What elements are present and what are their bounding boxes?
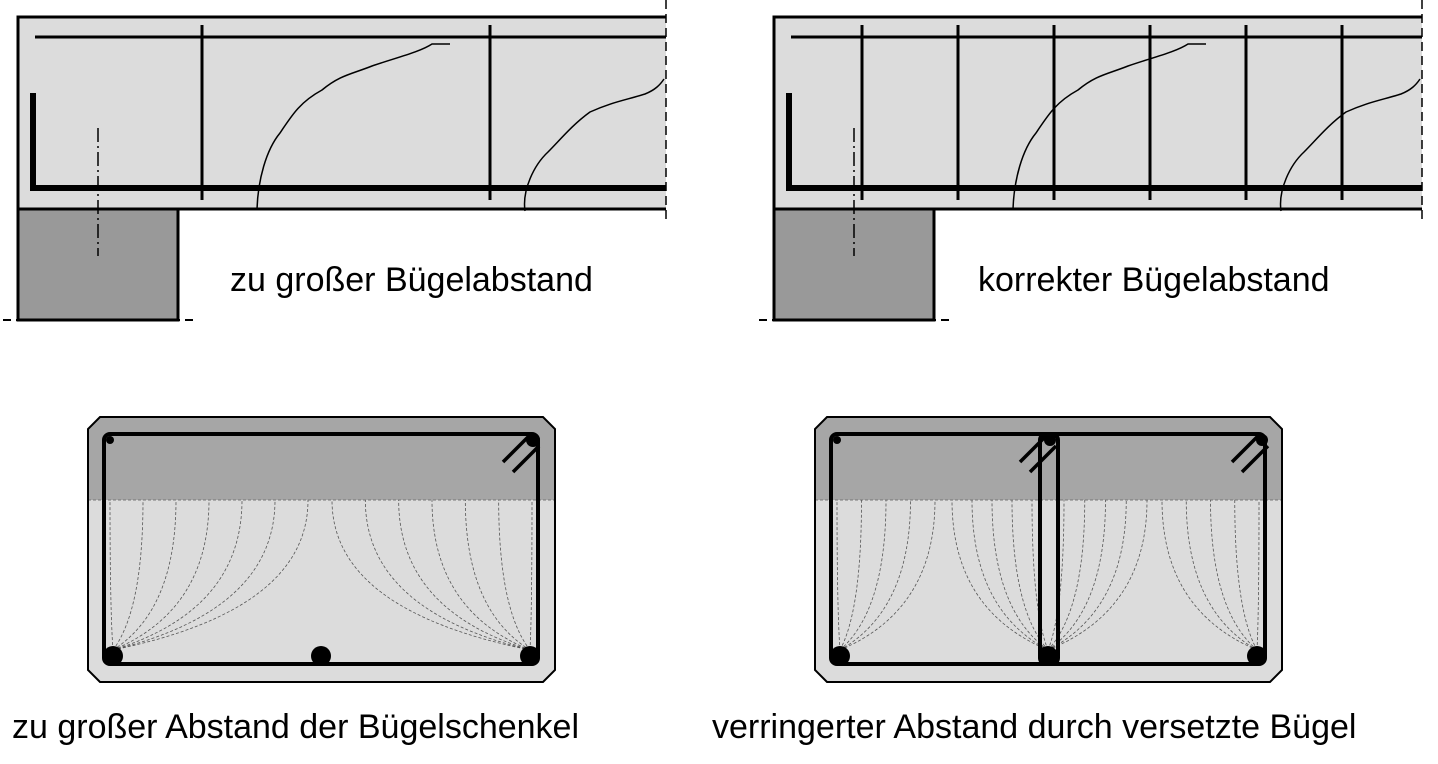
compression-strut-line: [112, 499, 309, 651]
beam-concrete: [18, 17, 666, 209]
compression-strut-line: [1047, 499, 1127, 651]
compression-strut-line: [971, 499, 1049, 651]
cross-section-wrong: [87, 416, 556, 683]
cross-section-correct: [814, 416, 1283, 683]
compression-strut-line: [464, 499, 531, 651]
compression-strut-line: [398, 499, 531, 651]
compression-strut-line: [1161, 499, 1258, 651]
compression-strut-line: [1047, 499, 1148, 651]
section-outline: [87, 416, 556, 683]
compression-strut-line: [498, 499, 531, 651]
shear-crack: [256, 43, 450, 210]
shear-crack: [523, 78, 665, 212]
stirrup-hook: [1230, 434, 1260, 464]
compression-strut-line: [1234, 499, 1258, 651]
compression-strut-line: [1047, 499, 1065, 651]
compression-strut-line: [109, 499, 114, 651]
shear-crack: [1012, 43, 1206, 210]
compression-strut-line: [364, 499, 531, 651]
beam-outline: [16, 15, 666, 211]
stirrup-hook: [501, 434, 531, 464]
top-rebar: [833, 436, 841, 444]
compression-strut-line: [836, 499, 841, 651]
stirrup-hook: [511, 444, 541, 474]
caption-beam-correct-spacing: korrekter Bügelabstand: [978, 261, 1330, 299]
bottom-rebar: [830, 646, 850, 666]
beam-elevation-correct: [759, 0, 1423, 322]
compression-strut-line: [839, 499, 862, 651]
bottom-rebar: [1038, 646, 1058, 666]
compression-zone: [815, 417, 1282, 500]
stirrup-hook: [1028, 444, 1058, 474]
shear-crack: [1279, 78, 1421, 212]
stirrup-hook: [1018, 434, 1048, 464]
compression-strut-line: [112, 499, 144, 651]
beam-elevation-wrong: [3, 0, 667, 322]
compression-zone: [88, 417, 555, 500]
beam-concrete: [774, 17, 1422, 209]
compression-strut-line: [112, 499, 243, 651]
compression-strut-line: [331, 499, 531, 651]
bottom-rebar: [311, 646, 331, 666]
bottom-rebar: [30, 93, 666, 191]
compression-strut-line: [1210, 499, 1258, 651]
compression-strut-line: [431, 499, 531, 651]
bottom-rebar: [520, 646, 540, 666]
compression-strut-line: [1031, 499, 1049, 651]
bottom-rebar: [1247, 646, 1267, 666]
bottom-rebar: [103, 646, 123, 666]
caption-section-staggered: verringerter Abstand durch versetzte Büg…: [712, 708, 1357, 746]
compression-strut-line: [991, 499, 1049, 651]
caption-beam-wrong-spacing: zu großer Bügelabstand: [230, 261, 593, 299]
stirrup-hook: [1240, 444, 1270, 474]
top-rebar: [1256, 434, 1268, 446]
caption-section-wrong-legs: zu großer Abstand der Bügelschenkel: [12, 708, 580, 746]
section-outline: [814, 416, 1283, 683]
compression-strut-line: [112, 499, 276, 651]
bottom-rebar: [786, 93, 1422, 191]
compression-strut-line: [1256, 499, 1260, 651]
compression-strut-line: [1047, 499, 1106, 651]
compression-strut-line: [839, 499, 936, 651]
compression-strut-line: [839, 499, 887, 651]
compression-strut-line: [529, 499, 533, 651]
compression-strut-line: [112, 499, 177, 651]
beam-outline: [772, 15, 1422, 211]
top-rebar: [1044, 434, 1056, 446]
top-rebar: [106, 436, 114, 444]
